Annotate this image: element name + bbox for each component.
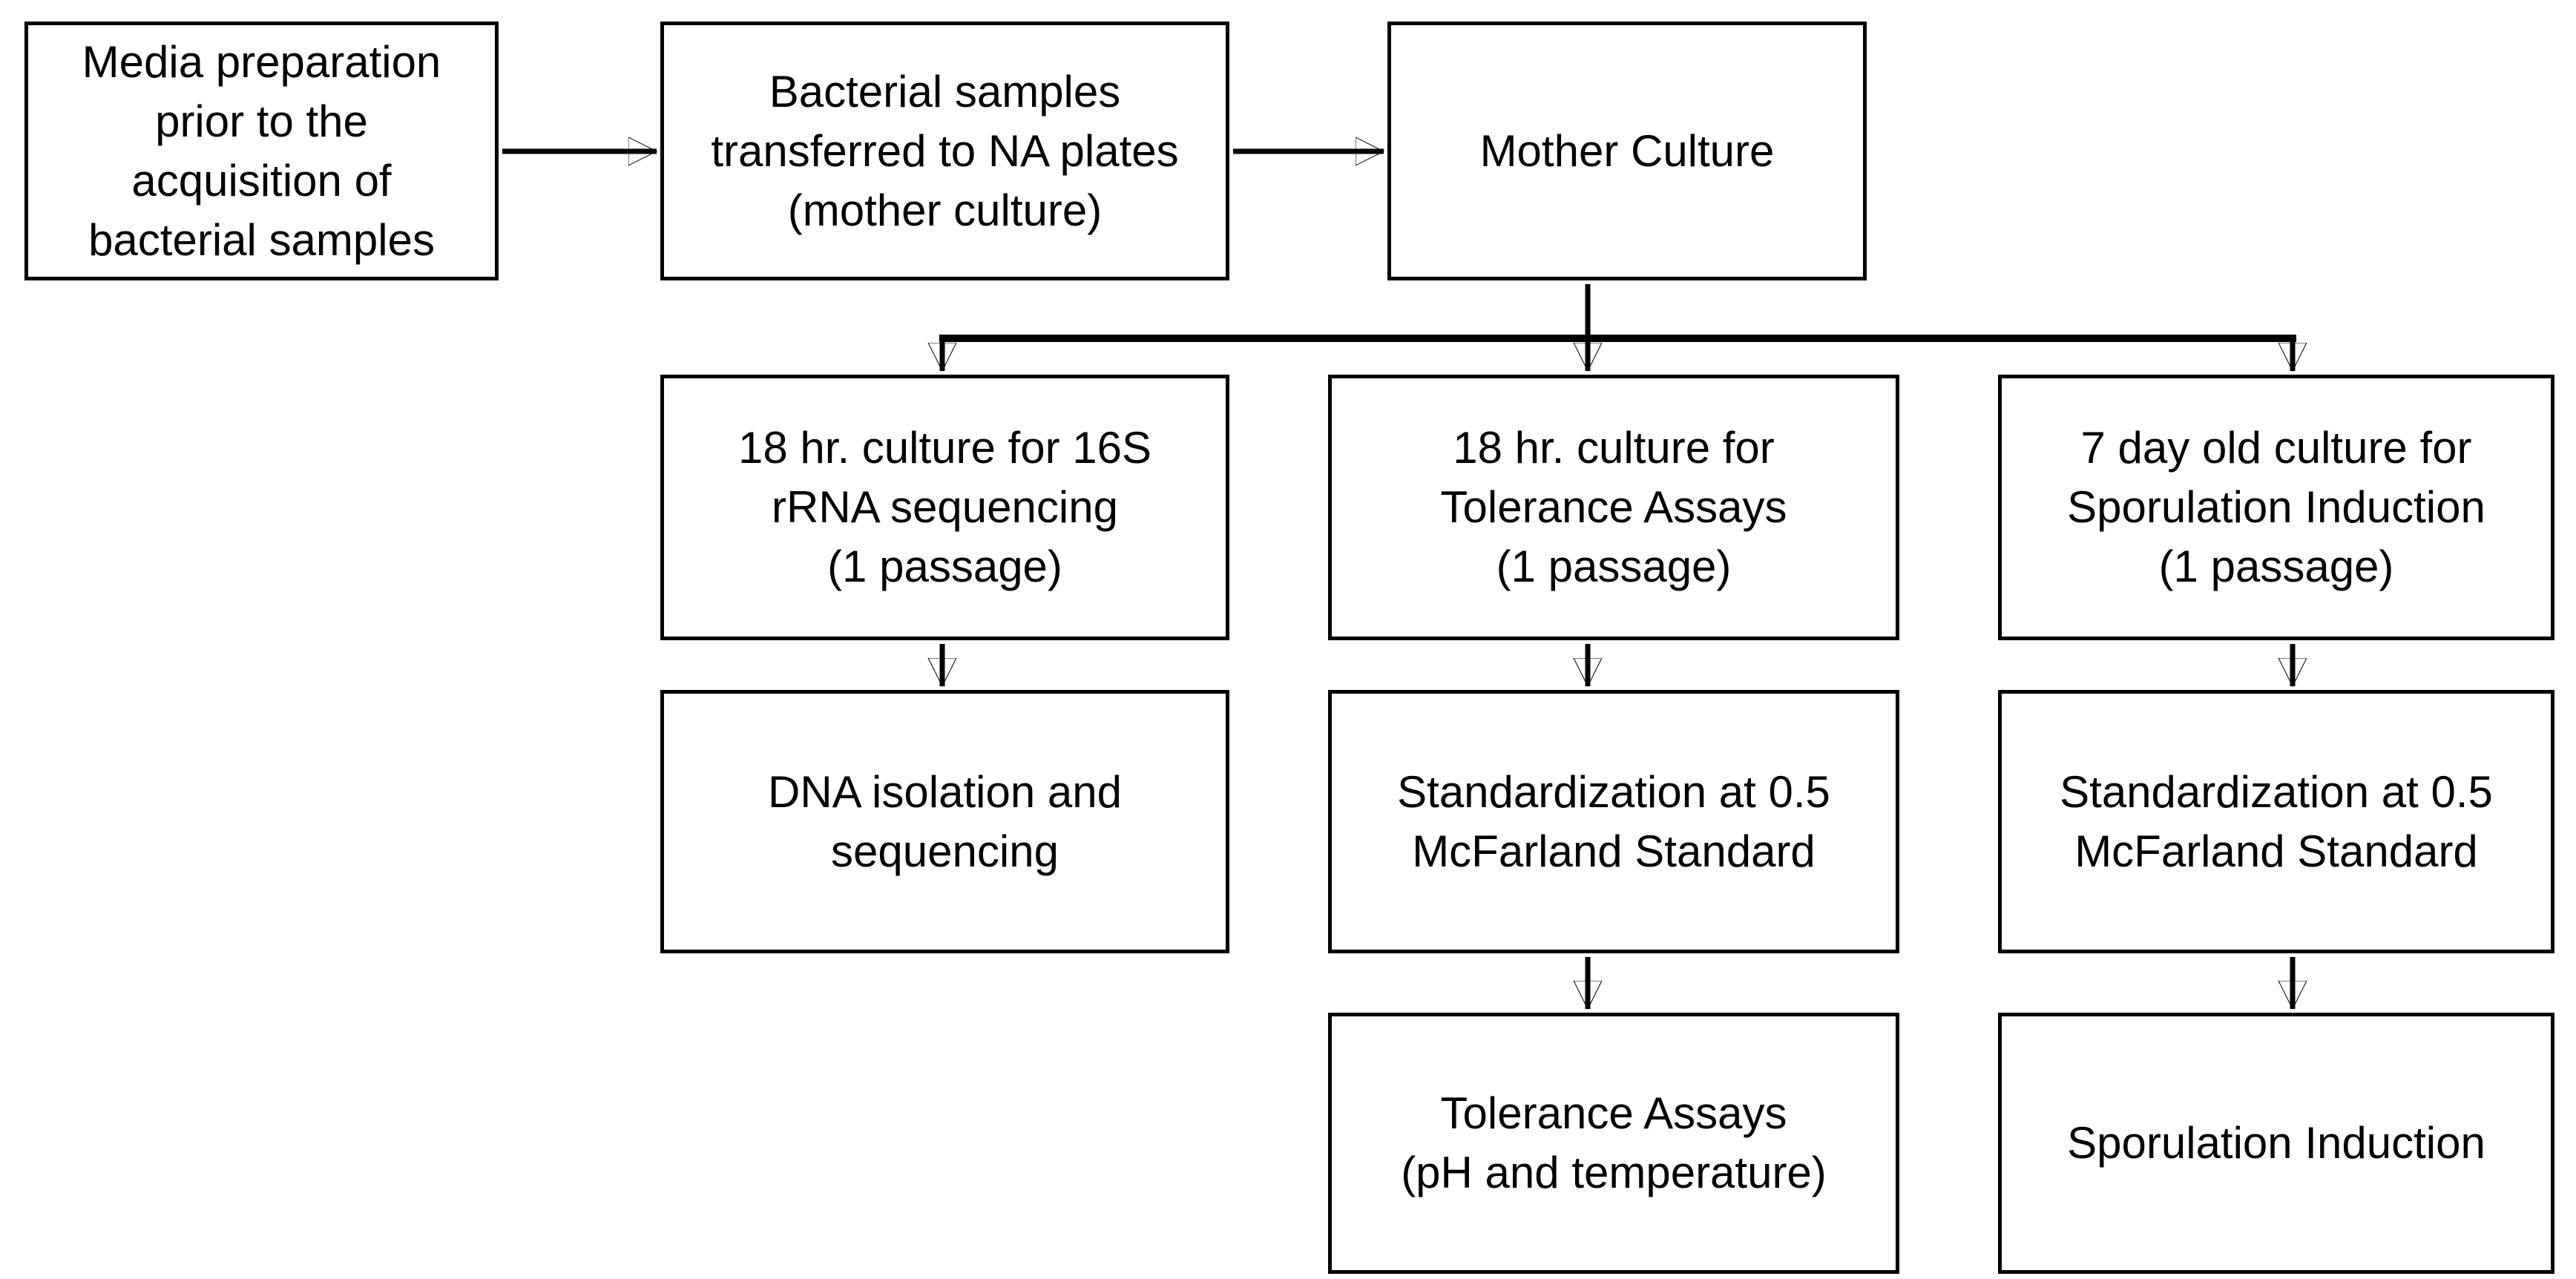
node-label: Standardization at 0.5 McFarland Standar… — [2060, 766, 2493, 876]
node-sporulation-induction: Sporulation Induction — [1998, 1013, 2554, 1274]
node-label: Tolerance Assays (pH and temperature) — [1401, 1088, 1827, 1197]
node-label: 18 hr. culture for Tolerance Assays (1 p… — [1440, 423, 1787, 591]
node-sporulation-culture: 7 day old culture for Sporulation Induct… — [1998, 375, 2554, 640]
node-label: Mother Culture — [1479, 125, 1775, 176]
node-dna-isolation: DNA isolation and sequencing — [660, 690, 1229, 953]
node-tolerance-culture: 18 hr. culture for Tolerance Assays (1 p… — [1328, 375, 1899, 640]
node-label: Media preparation prior to the acquisiti… — [82, 36, 441, 265]
node-16s-culture: 18 hr. culture for 16S rRNA sequencing (… — [660, 375, 1229, 640]
node-label: 7 day old culture for Sporulation Induct… — [2067, 423, 2485, 591]
node-label: Bacterial samples transferred to NA plat… — [711, 66, 1179, 235]
node-standardization-tolerance: Standardization at 0.5 McFarland Standar… — [1328, 690, 1899, 953]
node-label: Sporulation Induction — [2067, 1118, 2485, 1168]
node-media-preparation: Media preparation prior to the acquisiti… — [24, 22, 499, 280]
node-standardization-sporulation: Standardization at 0.5 McFarland Standar… — [1998, 690, 2554, 953]
node-mother-culture: Mother Culture — [1387, 22, 1867, 280]
node-label: Standardization at 0.5 McFarland Standar… — [1397, 766, 1830, 876]
node-tolerance-assays: Tolerance Assays (pH and temperature) — [1328, 1013, 1899, 1274]
node-label: 18 hr. culture for 16S rRNA sequencing (… — [738, 423, 1151, 591]
node-bacterial-samples: Bacterial samples transferred to NA plat… — [660, 22, 1229, 280]
node-label: DNA isolation and sequencing — [768, 766, 1122, 876]
